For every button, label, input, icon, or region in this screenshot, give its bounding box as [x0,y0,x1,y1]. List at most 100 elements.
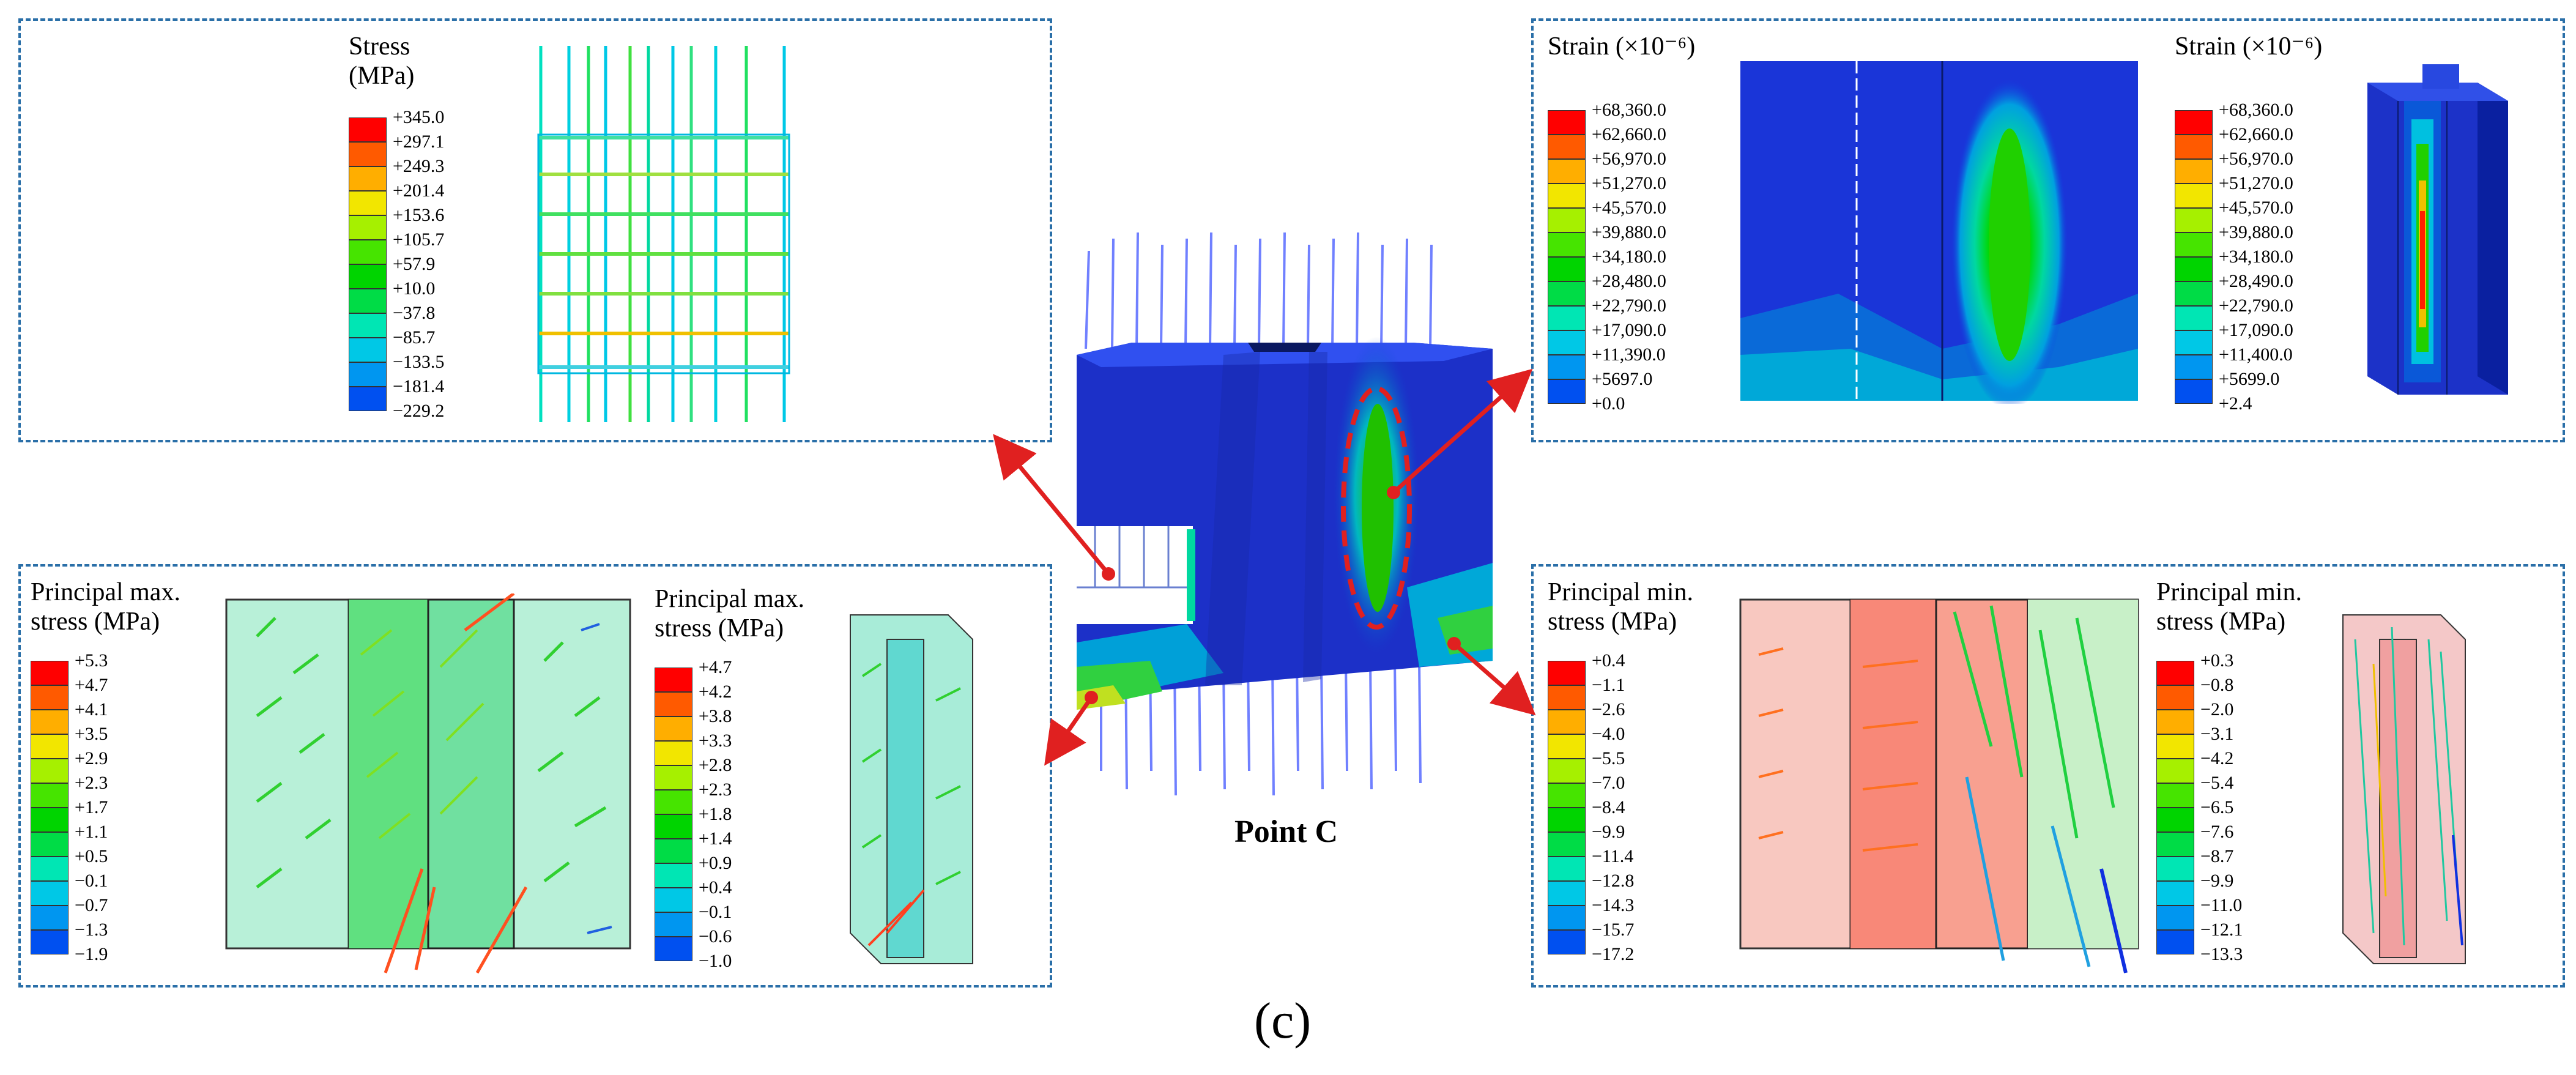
legend-swatch [2156,783,2194,808]
legend-swatch-row: −9.9 [2156,871,2302,906]
legend-swatch [1548,759,1586,783]
legend-swatch-row: +68,360.0 [2175,100,2322,135]
legend-swatch-row: −8.7 [2156,846,2302,881]
legend-swatch-row: −5.4 [2156,773,2302,808]
legend-value: −0.1 [699,902,732,922]
legend-strain-column: Strain (×10⁻⁶) +68,360.0+62,660.0+56,970… [2175,32,2322,414]
legend-value: +51,270.0 [1592,173,1666,193]
legend-swatch-row: +3.8 [655,706,804,741]
legend-swatch-row: −7.6 [2156,822,2302,857]
legend-value: −14.3 [1592,895,1635,915]
legend-swatch [2156,906,2194,930]
legend-value: −15.7 [1592,920,1635,940]
legend-swatch-row: +51,270.0 [1548,173,1695,208]
legend-swatch-row: −12.1−13.3 [2156,920,2302,964]
legend-swatch-row: +56,970.0 [2175,149,2322,184]
legend-swatch-row: +345.0 [349,107,444,142]
legend-value: −1.0 [699,951,732,971]
legend-swatch-row: +2.8 [655,755,804,790]
legend-swatch-row: +45,570.0 [2175,198,2322,232]
legend-swatch-row: −3.1 [2156,724,2302,759]
legend-swatch [1548,379,1586,404]
legend-value: −11.4 [1592,846,1634,866]
legend-swatch-row: +17,090.0 [2175,320,2322,355]
legend-value: +2.8 [699,755,732,775]
legend-swatch [31,930,69,954]
legend-value: +2.4 [2219,393,2252,414]
legend-swatch-row: −7.0 [1548,773,1693,808]
legend-value: +1.1 [75,822,108,842]
legend-value: +28,490.0 [2219,271,2293,291]
legend-swatch-row: −0.1 [31,871,180,906]
legend-swatch-row: −9.9 [1548,822,1693,857]
legend-value: −0.7 [75,895,108,915]
legend-swatch [349,313,387,338]
legend-swatch-row: −37.8 [349,303,435,338]
legend-swatch-row: −4.2 [2156,748,2302,783]
legend-value: −133.5 [393,352,445,372]
legend-swatch [655,814,692,839]
legend-value: −85.7 [393,327,436,348]
legend-value: +17,090.0 [1592,320,1666,340]
legend-value: +22,790.0 [2219,296,2293,316]
legend-swatch-row: −14.3 [1548,895,1693,930]
legend-swatch-row: −8.4 [1548,797,1693,832]
legend-value: +297.1 [393,132,445,152]
legend-value: +68,360.0 [2219,100,2293,120]
legend-swatch [349,338,387,362]
legend-title: Strain (×10⁻⁶) [1548,32,1696,61]
legend-swatch-row: +56,970.0 [1548,149,1695,184]
legend-value: +153.6 [393,205,445,225]
legend-swatch [2156,685,2194,710]
legend-value: +2.9 [75,748,108,768]
legend-swatch [655,716,692,741]
legend-swatch-row: +0.5 [31,846,180,881]
legend-value: −1.1 [1592,675,1625,695]
legend-swatch-row: +2.3 [31,773,180,808]
legend-swatch [2175,281,2213,306]
legend-value: +201.4 [393,180,445,201]
legend-value: +4.7 [75,675,108,695]
legend-swatch-row: −1.3−1.9 [31,920,180,964]
legend-value: +1.4 [699,828,732,849]
legend-swatch [1548,355,1586,379]
legend-swatch-row: +4.2 [655,682,804,716]
legend-value: −12.8 [1592,871,1635,891]
legend-value: +0.3 [2200,650,2234,671]
legend-swatch-row: −181.4−229.2 [349,376,444,421]
legend-swatch-row: −85.7 [349,327,435,362]
legend-value: +0.9 [699,853,732,873]
legend-swatch-row: +5699.0+2.4 [2175,369,2322,414]
legend-swatch [1548,110,1586,135]
legend-swatch-row: +57.9 [349,254,435,289]
legend-value: −181.4 [393,376,445,396]
legend-swatch [2156,661,2194,685]
legend-value: +28,480.0 [1592,271,1666,291]
legend-swatch [655,839,692,863]
principal-min-column-vectors [2342,614,2466,964]
legend-swatch-row: +2.3 [655,779,804,814]
legend-value: +56,970.0 [2219,149,2293,169]
legend-swatch [2175,232,2213,257]
legend-swatch-row: −4.0 [1548,724,1693,759]
legend-swatch-row: +5697.0+0.0 [1548,369,1695,414]
legend-swatch [655,668,692,692]
legend-value: +11,390.0 [1592,344,1666,365]
legend-swatch [1548,832,1586,857]
legend-swatch-row: +28,490.0 [2175,271,2322,306]
legend-title: Principal max. stress (MPa) [655,585,804,642]
legend-swatch [1548,281,1586,306]
legend-stress: Stress (MPa) +345.0+297.1+249.3+201.4+15… [349,32,444,421]
legend-swatch-row: +22,790.0 [1548,296,1695,330]
legend-value: +2.3 [75,773,108,793]
legend-title: Principal min. stress (MPa) [1548,578,1693,636]
legend-swatch [349,191,387,215]
legend-value: +34,180.0 [2219,247,2293,267]
legend-swatch-row: +4.1 [31,699,180,734]
legend-swatch-row: +249.3 [349,156,444,191]
legend-swatch [31,710,69,734]
legend-value: −17.2 [1592,944,1635,964]
legend-swatch-row: +0.4 [655,877,804,912]
legend-swatch-row: +4.7 [31,675,180,710]
legend-swatch [349,142,387,166]
